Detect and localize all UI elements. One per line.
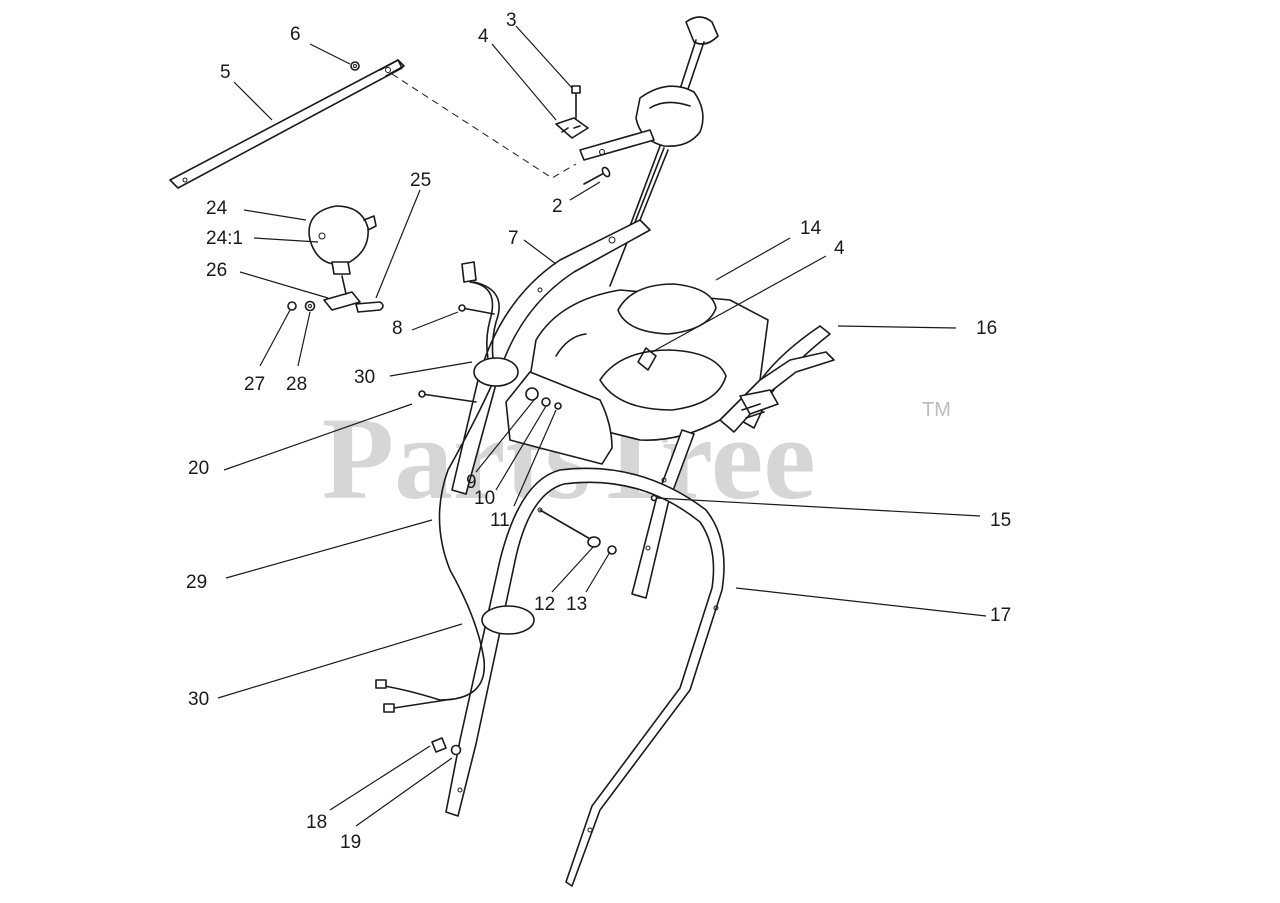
headlight-bracket-part <box>323 275 361 311</box>
callout-labels: 6 5 3 4 2 24 24:1 26 25 27 28 7 8 30 14 … <box>186 10 1011 853</box>
callout-30-lower: 30 <box>188 689 209 710</box>
callout-5: 5 <box>220 62 231 83</box>
callout-13: 13 <box>566 594 587 615</box>
watermark-trademark: TM <box>922 399 951 421</box>
washer-part <box>287 300 316 312</box>
headlight-clip-part <box>355 301 384 313</box>
callout-14: 14 <box>800 218 822 239</box>
callout-3: 3 <box>506 10 517 31</box>
headlight-part <box>308 205 377 275</box>
cable-tie-part <box>473 357 535 635</box>
callout-18: 18 <box>306 812 327 833</box>
bolt-18-part <box>431 737 462 756</box>
callout-29: 29 <box>186 572 207 593</box>
right-upper-handle-part <box>719 325 835 433</box>
callout-15: 15 <box>990 510 1011 531</box>
callout-28: 28 <box>286 374 307 395</box>
callout-4-lower: 4 <box>834 238 845 259</box>
callout-30-upper: 30 <box>354 367 375 388</box>
callout-24: 24 <box>206 198 228 219</box>
callout-24-1: 24:1 <box>206 228 243 249</box>
callout-2: 2 <box>552 196 563 217</box>
callout-12: 12 <box>534 594 555 615</box>
callout-6: 6 <box>290 24 301 45</box>
bolt-8-part <box>458 304 495 315</box>
callout-10: 10 <box>474 488 495 509</box>
callout-9: 9 <box>466 472 477 493</box>
nut-part <box>350 61 360 71</box>
leader-lines <box>217 25 987 827</box>
bolt-20-part <box>418 390 477 403</box>
bolt-part <box>571 85 581 119</box>
callout-11: 11 <box>490 510 510 531</box>
callout-26: 26 <box>206 260 227 281</box>
callout-16: 16 <box>976 318 997 339</box>
screw-15-part <box>650 494 658 502</box>
handle-knob-part <box>539 509 617 555</box>
callout-25: 25 <box>410 170 431 191</box>
callout-27: 27 <box>244 374 265 395</box>
callout-8: 8 <box>392 318 403 339</box>
control-rod-part <box>169 59 405 189</box>
bracket-part <box>555 117 589 139</box>
pin-part <box>583 166 611 185</box>
callout-19: 19 <box>340 832 361 853</box>
callout-17: 17 <box>990 605 1011 626</box>
callout-4-upper: 4 <box>478 26 489 47</box>
callout-7: 7 <box>508 228 519 249</box>
lower-handle-part <box>445 467 725 887</box>
shift-lever-part <box>579 16 719 287</box>
callout-20: 20 <box>188 458 209 479</box>
center-bracket-part <box>505 371 613 465</box>
assembly-dashed-line <box>391 73 577 179</box>
